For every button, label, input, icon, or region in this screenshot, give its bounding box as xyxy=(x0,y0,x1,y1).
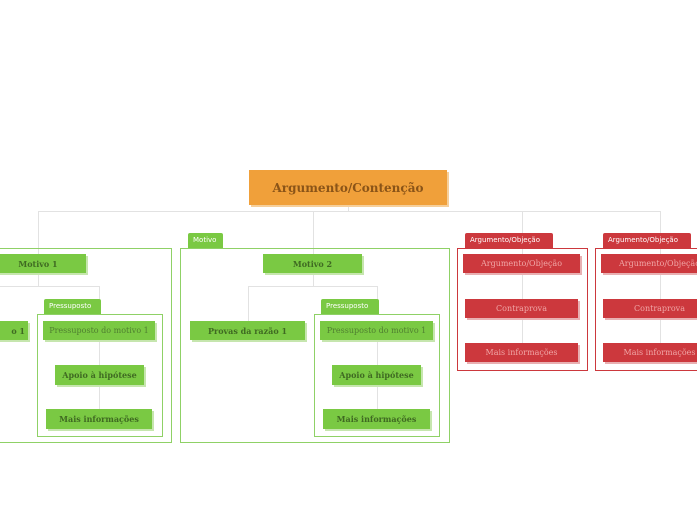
support-node[interactable]: Apoio à hipótese xyxy=(55,365,144,385)
objection-node[interactable]: Argumento/Objeção xyxy=(463,254,580,273)
objection-group-2 xyxy=(595,248,697,371)
rebuttal-node[interactable]: Contraprova xyxy=(465,299,578,318)
premise-tag: Pressuposto xyxy=(321,299,379,314)
premise-node[interactable]: Pressuposto do motivo 1 xyxy=(320,321,433,340)
rebuttal-node[interactable]: Contraprova xyxy=(603,299,697,318)
support-node[interactable]: Apoio à hipótese xyxy=(332,365,421,385)
reason-group-2 xyxy=(180,248,450,443)
premise-group xyxy=(37,314,163,437)
more-info-node[interactable]: Mais informações xyxy=(323,409,430,429)
premise-tag: Pressuposto xyxy=(44,299,101,314)
objection-node[interactable]: Argumento/Objeção xyxy=(601,254,697,273)
reason-group-1 xyxy=(0,248,172,443)
objection-tag: Argumento/Objeção xyxy=(603,233,691,248)
more-info-node[interactable]: Mais informações xyxy=(46,409,152,429)
more-info-node[interactable]: Mais informações xyxy=(603,343,697,362)
more-info-node[interactable]: Mais informações xyxy=(465,343,578,362)
reason-tag: Motivo xyxy=(188,233,223,248)
evidence-node[interactable]: Provas da razão 1 xyxy=(190,321,305,340)
root-topic[interactable]: Argumento/Contenção xyxy=(249,170,447,205)
reason-node-motivo-1[interactable]: Motivo 1 xyxy=(0,254,86,273)
objection-group-1 xyxy=(457,248,588,371)
objection-tag: Argumento/Objeção xyxy=(465,233,553,248)
premise-node[interactable]: Pressuposto do motivo 1 xyxy=(43,321,155,340)
evidence-node[interactable]: o 1 xyxy=(0,321,28,340)
premise-group xyxy=(314,314,440,437)
reason-node-motivo-2[interactable]: Motivo 2 xyxy=(263,254,362,273)
